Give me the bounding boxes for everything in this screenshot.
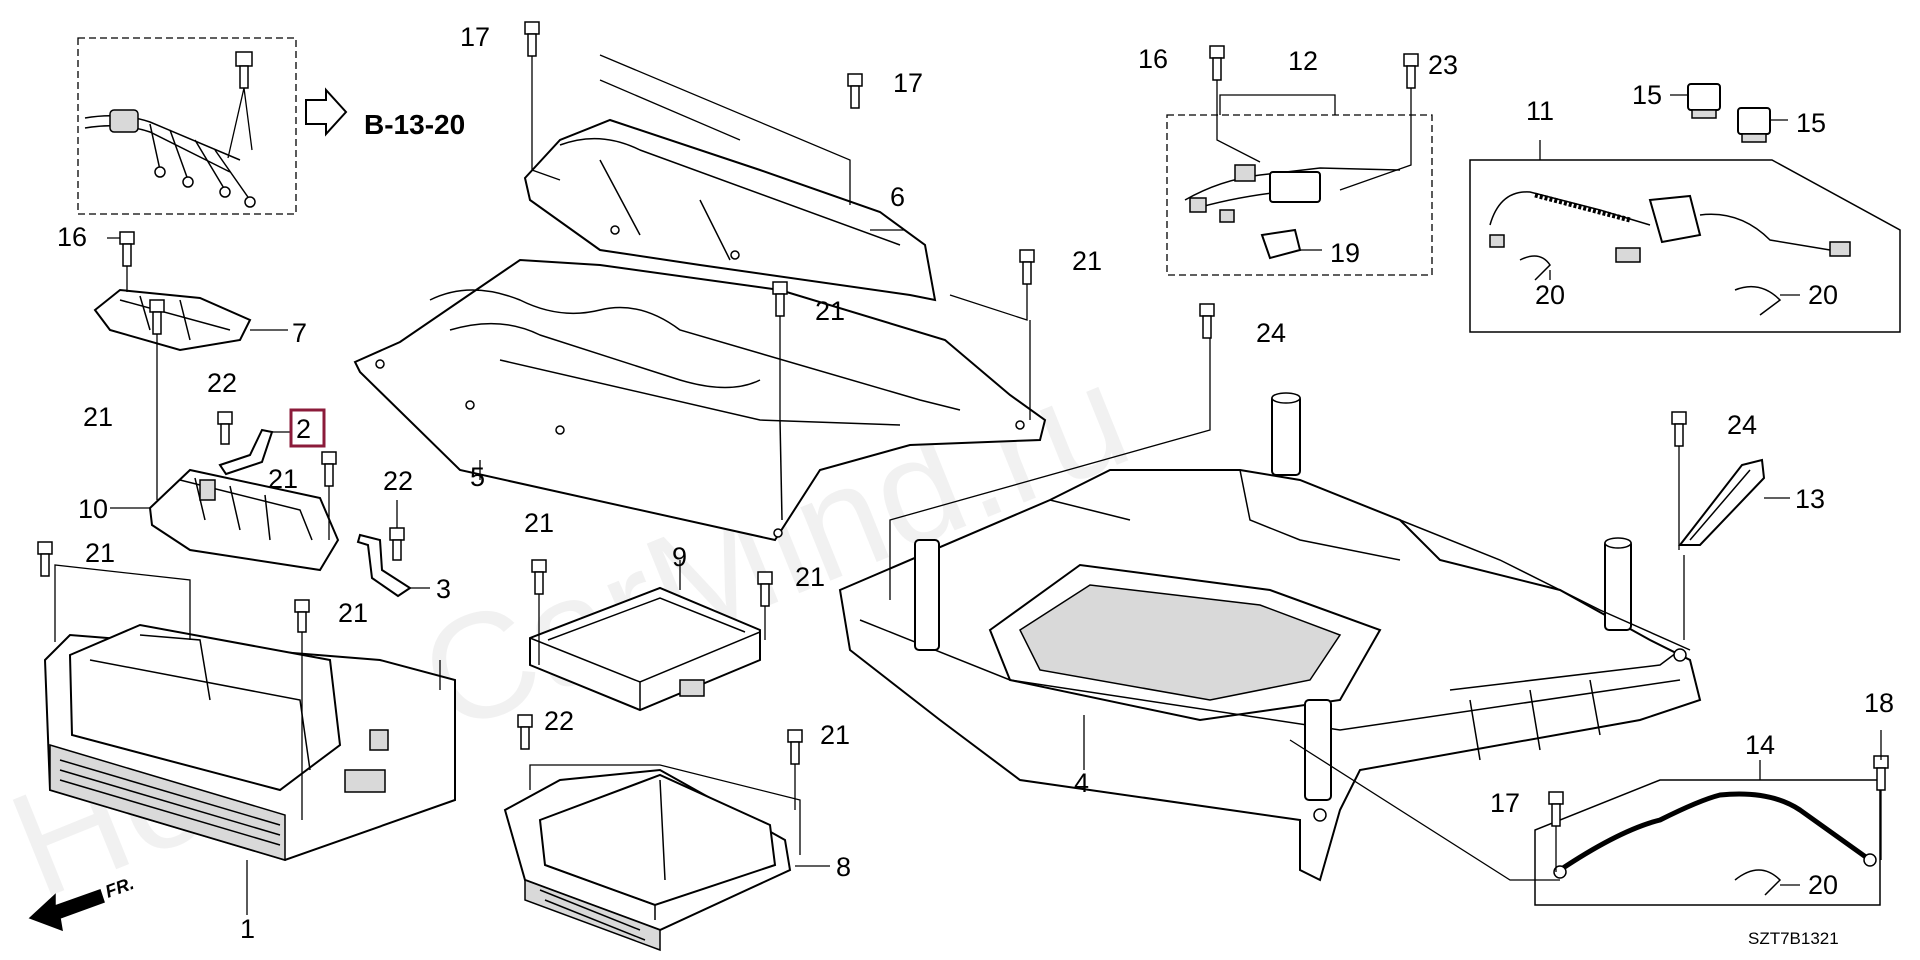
callout-6: 6	[890, 182, 905, 212]
callout-10: 10	[78, 494, 108, 524]
callout-22-control: 22	[544, 706, 574, 736]
callout-21-cover-mid: 21	[815, 296, 845, 326]
part-13-bracket	[1671, 411, 1790, 640]
part-2-bracket	[218, 408, 326, 476]
callout-24-frame: 24	[1256, 318, 1286, 348]
callout-21-relay-left: 21	[83, 402, 113, 432]
callout-11: 11	[1526, 96, 1554, 126]
part-12-harness	[1166, 45, 1433, 276]
callout-12: 12	[1288, 46, 1318, 76]
callout-3: 3	[436, 574, 451, 604]
callout-21-relay-right: 21	[268, 464, 298, 494]
part-1-inverter	[37, 541, 456, 915]
harness-inset: B-13-20	[77, 37, 465, 215]
callout-5: 5	[470, 462, 485, 492]
part-10-relay-box	[110, 299, 340, 572]
callout-2: 2	[296, 414, 311, 444]
callout-16-harness: 16	[1138, 44, 1168, 74]
highlight-box	[289, 408, 326, 448]
callout-21-inverter: 21	[85, 538, 115, 568]
callout-21-ecu-top: 21	[524, 508, 554, 538]
callout-21-cover-right: 21	[1072, 246, 1102, 276]
callout-17-top: 17	[460, 22, 490, 52]
callout-24-bracket: 24	[1727, 410, 1757, 440]
part-5-main-cover	[353, 258, 1047, 542]
callout-21-inverter-mid: 21	[338, 598, 368, 628]
callout-7: 7	[292, 318, 307, 348]
callout-22-relay: 22	[207, 368, 237, 398]
callout-21-ecu-right: 21	[795, 562, 825, 592]
part-9-ecu	[529, 559, 773, 712]
callout-17-right: 17	[893, 68, 923, 98]
callout-18: 18	[1864, 688, 1894, 718]
callout-4: 4	[1074, 768, 1089, 798]
part-6-upper-cover	[523, 118, 937, 302]
callout-1: 1	[240, 914, 255, 944]
section-ref-label: B-13-20	[364, 109, 465, 140]
callout-22-bracket: 22	[383, 466, 413, 496]
part-8-control-unit	[503, 714, 830, 952]
part-15-relays	[1670, 83, 1788, 143]
part-7-bracket	[93, 231, 288, 352]
callout-14: 14	[1745, 730, 1775, 760]
callout-15-right: 15	[1796, 108, 1826, 138]
callout-20-harness-left: 20	[1535, 280, 1565, 310]
callout-21-control: 21	[820, 720, 850, 750]
callout-23: 23	[1428, 50, 1458, 80]
cover-bolts	[524, 21, 1035, 420]
callout-20-cable: 20	[1808, 870, 1838, 900]
part-11-harness	[1469, 140, 1901, 333]
front-direction-arrow: FR.	[28, 873, 137, 932]
callout-15-left: 15	[1632, 80, 1662, 110]
callout-16-bracket: 16	[57, 222, 87, 252]
diagram-code: SZT7B1321	[1748, 929, 1839, 948]
part-4-battery-frame	[838, 303, 1702, 882]
part-14-cable	[1289, 730, 1889, 906]
part-3-bracket	[356, 500, 430, 598]
callout-17-cable: 17	[1490, 788, 1520, 818]
callout-13: 13	[1795, 484, 1825, 514]
callout-8: 8	[836, 852, 851, 882]
callout-9: 9	[672, 542, 687, 572]
callout-20-harness-right: 20	[1808, 280, 1838, 310]
callout-19: 19	[1330, 238, 1360, 268]
